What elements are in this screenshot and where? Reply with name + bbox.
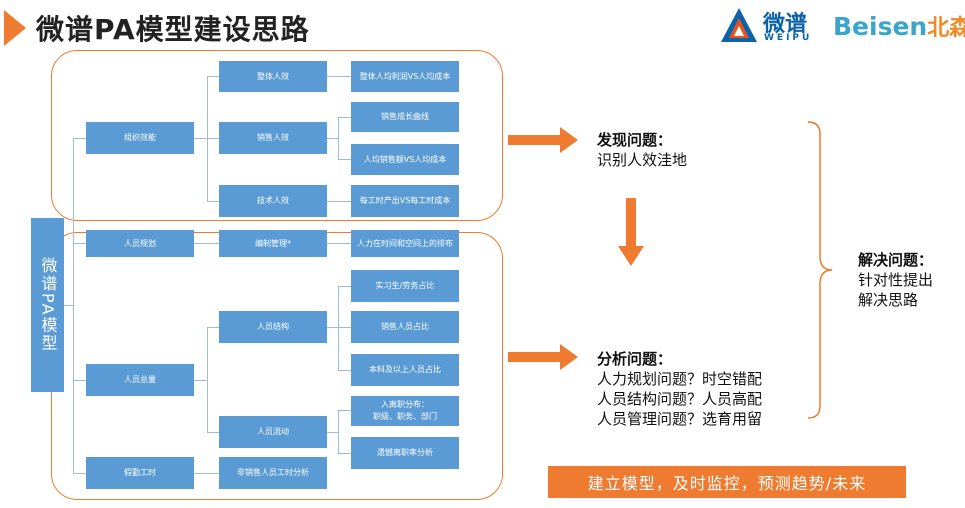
node-overall-efficiency: 整体人效 [219, 61, 327, 92]
efficiency-group-outline [51, 50, 503, 221]
arrow-down-icon [618, 198, 644, 266]
analyze-problem-line-1: 人力规划问题？时空错配 [597, 370, 763, 388]
bottom-banner: 建立模型，及时监控，预测趋势/未来 [548, 466, 906, 498]
node-entry-exit-distribution: 入离职分布： 职级、职务、部门 [351, 396, 459, 426]
connector [327, 76, 351, 77]
node-tech-efficiency: 技术人效 [219, 185, 327, 217]
node-nonsales-hours: 非销售人员工时分析 [219, 457, 327, 489]
connector [73, 138, 86, 139]
node-sales-growth-curve: 销售成长曲线 [351, 102, 459, 132]
beisen-logo-cn: 北森 [927, 16, 965, 41]
connector [207, 327, 208, 432]
find-problem-block: 发现问题： 识别人效洼地 [597, 130, 687, 170]
connector [338, 286, 351, 287]
analyze-problem-line-3: 人员管理问题？选育用留 [597, 410, 763, 428]
solve-problem-title: 解决问题： [858, 251, 934, 269]
connector [338, 286, 339, 370]
node-output-vs-cost: 每工时产出VS每工时成本 [351, 185, 459, 217]
connector [73, 473, 86, 474]
node-staff-structure: 人员结构 [219, 311, 327, 343]
node-bachelor-ratio: 本科及以上人员占比 [351, 354, 459, 386]
beisen-logo-en: Beisen [833, 12, 928, 41]
arrow-right-icon [508, 344, 578, 370]
connector [207, 432, 219, 433]
solve-problem-block: 解决问题： 针对性提出 解决思路 [858, 250, 933, 310]
connector [327, 327, 339, 328]
connector [338, 410, 339, 453]
analyze-problem-title: 分析问题： [597, 350, 673, 368]
node-staff-turnover: 人员流动 [219, 416, 327, 448]
connector [73, 138, 74, 473]
node-time-space-arrangement: 人力在时间和空间上的排布 [351, 230, 459, 257]
connector [194, 380, 208, 381]
connector [207, 201, 219, 202]
connector [64, 305, 74, 306]
analyze-problem-line-2: 人员结构问题？人员高配 [597, 390, 763, 408]
weipu-logo-text: 微谱 [763, 12, 808, 37]
connector [194, 243, 219, 244]
node-total-headcount: 人员总量 [86, 364, 194, 396]
connector [338, 327, 351, 328]
weipu-logo-subtext: WEIPU [764, 33, 813, 43]
title-marker [4, 10, 26, 46]
solve-problem-line-1: 针对性提出 [858, 271, 934, 289]
analyze-problem-block: 分析问题： 人力规划问题？时空错配 人员结构问题？人员高配 人员管理问题？选育用… [597, 349, 762, 429]
arrow-right-icon [508, 127, 578, 153]
find-problem-line: 识别人效洼地 [597, 151, 688, 169]
connector [327, 243, 351, 244]
connector [73, 243, 86, 244]
connector [338, 117, 351, 118]
connector [338, 410, 351, 411]
beisen-logo: Beisen北森 [833, 10, 965, 42]
node-intern-ratio: 实习生/劳务占比 [351, 270, 459, 302]
right-brace [807, 121, 833, 419]
connector [207, 76, 219, 77]
page-title: 微谱PA模型建设思路 [36, 13, 310, 46]
connector [327, 201, 351, 202]
pa-model-root: 微谱PA模型 [31, 218, 64, 392]
node-regret-attrition: 遗憾离职率分析 [351, 437, 459, 469]
connector [338, 117, 339, 159]
node-attendance-hours: 假勤工时 [86, 457, 194, 489]
weipu-logo-icon [721, 8, 757, 42]
connector [194, 473, 219, 474]
connector [338, 453, 351, 454]
connector [73, 380, 86, 381]
connector [194, 138, 208, 139]
node-staff-planning: 人员规划 [86, 230, 194, 257]
node-sales-staff-ratio: 销售人员占比 [351, 311, 459, 343]
connector [207, 138, 219, 139]
node-org-efficiency: 组织效能 [86, 122, 194, 154]
solve-problem-line-2: 解决思路 [858, 291, 919, 309]
node-profit-vs-cost: 整体人均利润VS人均成本 [351, 61, 459, 92]
connector [327, 138, 339, 139]
connector [207, 327, 219, 328]
find-problem-title: 发现问题： [597, 131, 673, 149]
connector [327, 432, 339, 433]
node-headcount-management: 编制管理* [219, 230, 327, 257]
connector [338, 159, 351, 160]
connector [338, 370, 351, 371]
node-sales-efficiency: 销售人效 [219, 122, 327, 154]
node-sales-vs-cost: 人均销售额VS人均成本 [351, 144, 459, 175]
